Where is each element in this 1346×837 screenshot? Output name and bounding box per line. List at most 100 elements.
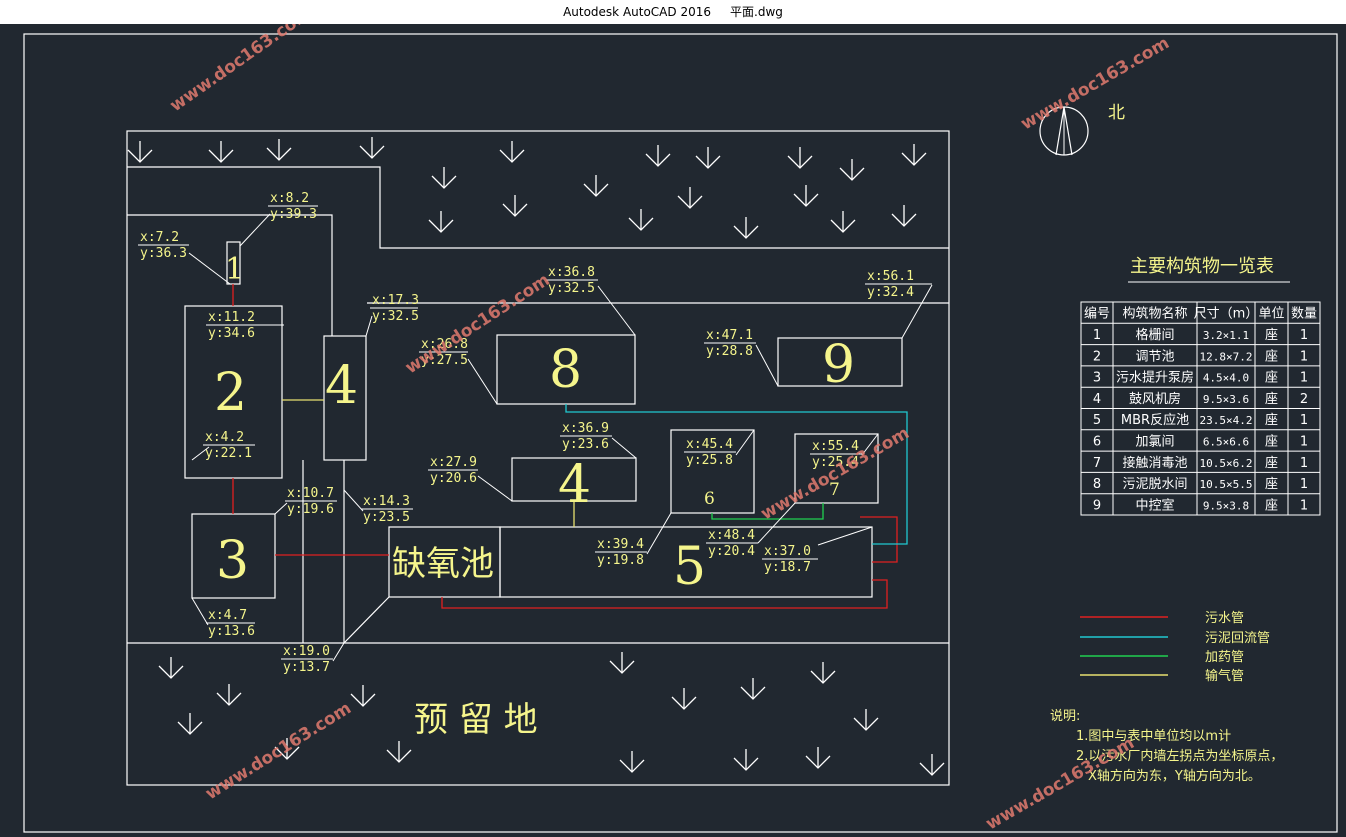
table-cell: 3.2×1.1: [1203, 329, 1249, 342]
coord-y-text: y:32.5: [548, 281, 595, 296]
anoxic-tank-label: 缺氧池: [392, 544, 494, 584]
table-header-cell: 编号: [1084, 307, 1110, 322]
table-cell: 23.5×4.2: [1200, 414, 1253, 427]
coord-leader-line: [735, 429, 755, 456]
table-cell: 4.5×4.0: [1203, 372, 1249, 385]
tree-icon: [350, 693, 376, 707]
table-header-cell: 构筑物名称: [1122, 306, 1187, 322]
tree-symbols: [127, 137, 945, 776]
notes-line-2: 2.以污水厂内墙左拐点为坐标原点，: [1076, 748, 1283, 764]
label-structure-5: 5: [673, 537, 706, 597]
coordinate-callout: x:39.4y:19.8: [595, 512, 672, 568]
table-cell: 接触消毒池: [1122, 455, 1187, 471]
tree-icon: [787, 155, 813, 169]
coord-leader-line: [365, 315, 373, 337]
label-structure-4b: 4: [558, 455, 591, 515]
table-cell: 1: [1300, 371, 1308, 386]
coord-x-text: x:4.2: [205, 430, 244, 445]
tree-icon: [499, 149, 525, 163]
tree-icon: [740, 686, 766, 700]
tree-icon: [919, 762, 945, 776]
table-cell: 座: [1265, 413, 1278, 428]
tree-icon: [839, 167, 865, 181]
coord-leader-line: [861, 433, 879, 456]
coord-x-text: x:8.2: [270, 191, 309, 206]
coord-leader-line: [332, 642, 345, 662]
coord-y-text: y:22.1: [205, 446, 252, 461]
tree-icon: [177, 721, 203, 735]
table-cell: 座: [1265, 371, 1278, 386]
table-cell: 3: [1093, 371, 1101, 386]
structure-4-blower-room-a: [323, 335, 367, 461]
table-cell: 6: [1093, 434, 1101, 449]
coord-x-text: x:4.7: [208, 608, 247, 623]
coordinate-callout: x:45.4y:25.8: [684, 429, 755, 468]
table-cell: 7: [1093, 456, 1101, 471]
notes-title: 说明:: [1050, 709, 1080, 724]
coord-y-text: y:23.5: [363, 510, 410, 525]
coordinate-callout: x:14.3y:23.5: [343, 489, 413, 525]
legend-label: 加药管: [1205, 650, 1244, 665]
site-boundary: [126, 130, 950, 786]
coordinate-callout: x:4.2y:22.1: [191, 430, 255, 461]
tree-icon: [609, 660, 635, 674]
table-cell: 污泥脱水间: [1122, 477, 1187, 492]
table-cell: 5: [1093, 413, 1101, 428]
coord-leader-line: [343, 489, 364, 512]
coord-leader-line: [191, 597, 209, 626]
coord-x-text: x:27.9: [430, 455, 477, 470]
coordinate-callout: x:47.1y:28.8: [704, 328, 779, 387]
tree-icon: [805, 755, 831, 769]
air-pipe: [282, 399, 575, 527]
watermark-text: www.doc163.com: [1018, 33, 1173, 134]
coord-x-text: x:11.2: [208, 310, 255, 325]
coord-x-text: x:10.7: [287, 486, 334, 501]
coord-leader-line: [646, 512, 672, 555]
table-cell: 2: [1300, 392, 1308, 407]
coord-leader-line: [611, 437, 637, 459]
coord-leader-line: [274, 502, 288, 515]
table-cell: 4: [1093, 392, 1101, 407]
coordinate-callout: x:26.8y:27.5: [419, 337, 498, 405]
coord-x-text: x:39.4: [597, 537, 644, 552]
coord-x-text: x:19.0: [283, 644, 330, 659]
table-cell: 调节池: [1135, 349, 1174, 364]
table-cell: 1: [1300, 328, 1308, 343]
table-cell: 10.5×5.5: [1200, 478, 1253, 491]
table-cell: 1: [1300, 413, 1308, 428]
coord-x-text: x:48.4: [708, 528, 755, 543]
table-cell: 座: [1265, 328, 1278, 343]
coord-leader-line: [755, 344, 779, 387]
table-cell: 座: [1265, 392, 1278, 407]
drawing-canvas[interactable]: 北: [0, 24, 1346, 837]
tree-icon: [359, 145, 385, 159]
structure-7-disinfection-tank: [794, 433, 879, 504]
coordinate-callout: x:10.7y:19.6: [274, 486, 337, 517]
coordinate-callouts: x:8.2y:39.3x:7.2y:36.3x:11.2y:34.6x:4.2y…: [138, 191, 933, 675]
coord-y-text: y:27.5: [421, 353, 468, 368]
tree-icon: [810, 670, 836, 684]
coord-y-text: y:32.5: [372, 309, 419, 324]
reserved-area-label: 预 留 地: [414, 700, 538, 740]
tree-icon: [645, 153, 671, 167]
cad-drawing[interactable]: 北: [0, 24, 1346, 837]
coordinate-callout: x:56.1y:32.4: [865, 269, 933, 339]
table-cell: 污水提升泵房: [1116, 370, 1194, 386]
legend-label: 输气管: [1205, 668, 1244, 684]
coordinate-callout: x:37.0y:18.7: [762, 526, 873, 575]
notes-line-1: 1.图中与表中单位均以m计: [1076, 729, 1231, 744]
coord-y-text: y:20.4: [708, 544, 755, 559]
tree-icon: [677, 195, 703, 209]
table-cell: 2: [1093, 349, 1101, 364]
label-structure-9: 9: [822, 335, 855, 395]
coordinate-callout: x:48.4y:20.4: [706, 502, 796, 559]
coordinate-callout: x:55.4y:25.4: [810, 433, 879, 470]
coord-x-text: x:45.4: [686, 437, 733, 452]
coord-x-text: x:36.8: [548, 265, 595, 280]
coord-y-text: y:18.7: [764, 560, 811, 575]
table-cell: 9: [1093, 498, 1101, 513]
tree-icon: [733, 757, 759, 771]
tree-icon: [793, 193, 819, 207]
